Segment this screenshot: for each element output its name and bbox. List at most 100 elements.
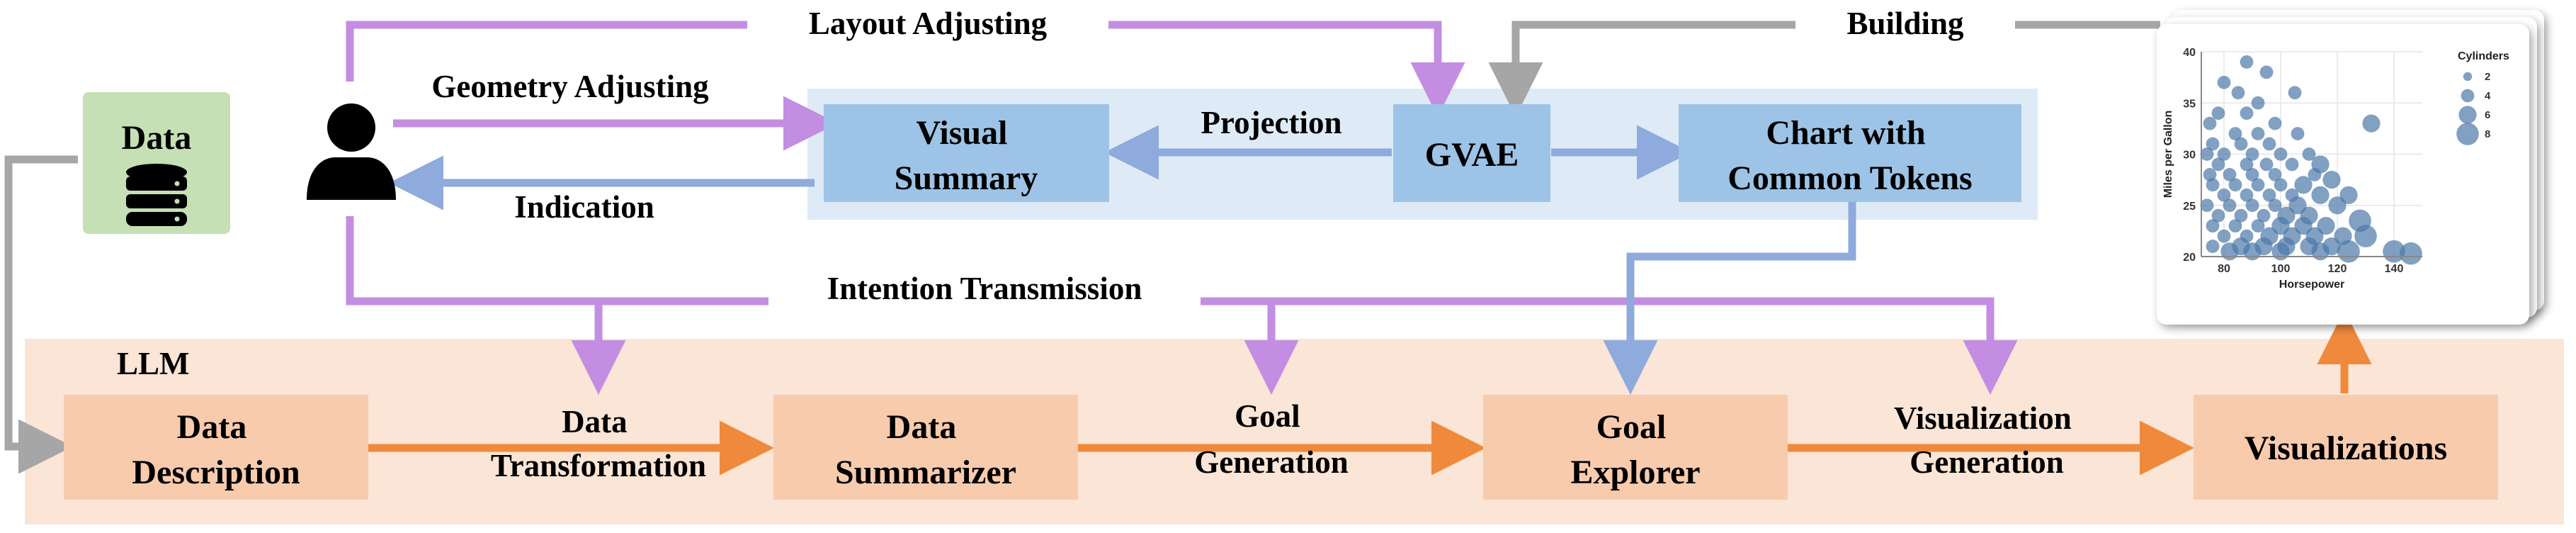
intention-transmission-arrow [346,216,768,305]
data-point [2240,188,2254,202]
data-point [2288,86,2302,100]
legend-label: 4 [2485,90,2491,102]
label-indication: Indication [514,189,654,225]
data-point [2362,114,2381,133]
data-summarizer-box [773,395,1078,500]
data-point [2211,157,2225,172]
chart-tokens-label: Chart with Common Tokens [1727,114,1972,197]
y-axis-title: Miles per Gallon [2162,111,2174,198]
data-point [2339,186,2358,204]
legend-symbol [2461,89,2475,103]
label-goal-generation-line2: Generation [1194,444,1348,480]
goal-explorer-line2: Explorer [1570,454,1700,491]
data-point [2240,106,2254,120]
purple-arrows [346,21,2018,395]
data-point [2240,55,2254,69]
user-icon [307,103,396,200]
data-description-box [64,395,368,500]
y-tick-label: 35 [2183,98,2196,110]
data-point [2262,137,2276,151]
data-point [2294,176,2313,194]
data-point [2206,137,2220,151]
data-input-arrow [4,155,78,474]
data-point [2311,186,2330,204]
label-projection: Projection [1201,105,1341,140]
llm-label: LLM [117,346,190,381]
legend-symbol [2463,72,2473,82]
data-point [2400,242,2422,265]
data-point [2251,178,2265,192]
data-point [2245,168,2259,181]
data-point [2245,147,2259,161]
data-point [2302,147,2316,161]
data-point [2271,217,2290,235]
y-tick-label: 30 [2183,150,2196,162]
chart-tokens-line1: Chart with [1766,114,1925,152]
data-summarizer-label: Data Summarizer [835,408,1016,491]
label-visualization-generation-line2: Generation [1910,444,2063,480]
data-point [2251,219,2265,233]
data-point [2274,178,2288,192]
data-point [2322,171,2341,189]
legend-symbol [2456,123,2479,145]
data-point [2288,196,2307,215]
data-point [2294,217,2313,235]
data-point [2211,208,2225,223]
data-point [2206,219,2220,233]
data-point [2259,65,2274,79]
database-icon [126,164,187,226]
label-geometry-adjusting: Geometry Adjusting [431,69,709,104]
label-goal-generation: Goal Generation [1194,398,1348,480]
visual-summary-box [824,104,1109,202]
goal-explorer-label: Goal Explorer [1570,408,1700,491]
data-point [2228,219,2242,233]
y-tick-label: 20 [2183,252,2196,264]
legend-label: 2 [2485,71,2490,83]
goal-explorer-box [1483,395,1788,500]
data-point [2217,75,2231,89]
data-summarizer-line1: Data [887,408,957,446]
label-intention-transmission: Intention Transmission [827,271,1142,306]
data-point [2228,127,2242,141]
data-point [2271,242,2290,261]
label-visualization-generation-line1: Visualization [1894,400,2072,436]
data-point [2268,198,2282,213]
chart-to-goal-explorer-arrow [1603,202,1856,395]
data-point [2203,168,2217,181]
visual-summary-label: Visual Summary [895,114,1038,197]
data-point [2220,242,2239,261]
chart-tokens-box [1679,104,2021,202]
data-description-label: Data Description [132,408,300,491]
data-point [2268,116,2282,130]
data-point [2234,208,2248,223]
data-point [2311,242,2330,261]
data-point [2234,137,2248,151]
data-point [2228,178,2242,192]
data-point [2291,127,2305,141]
visual-summary-line1: Visual [917,114,1008,152]
data-description-line1: Data [177,408,247,446]
y-tick-label: 40 [2183,47,2196,59]
visual-summary-line2: Summary [895,159,1038,197]
data-point [2217,188,2231,202]
data-point [2337,240,2360,263]
label-data-transformation: Data Transformation [491,404,706,483]
label-data-transformation-line2: Transformation [491,448,706,483]
y-tick-label: 25 [2183,201,2196,213]
label-building: Building [1846,6,1964,41]
data-point [2251,127,2265,141]
data-point [2200,147,2214,161]
data-point [2240,157,2254,172]
visualizations-label: Visualizations [2245,430,2447,467]
data-point [2285,157,2299,172]
x-tick-label: 120 [2328,263,2347,275]
data-point [2231,86,2245,100]
data-point [2251,96,2265,110]
label-goal-generation-line1: Goal [1235,398,1300,434]
data-point [2268,168,2282,181]
data-point [2257,208,2271,223]
data-point [2354,225,2377,247]
data-point [2211,106,2225,120]
data-point [2262,188,2276,202]
